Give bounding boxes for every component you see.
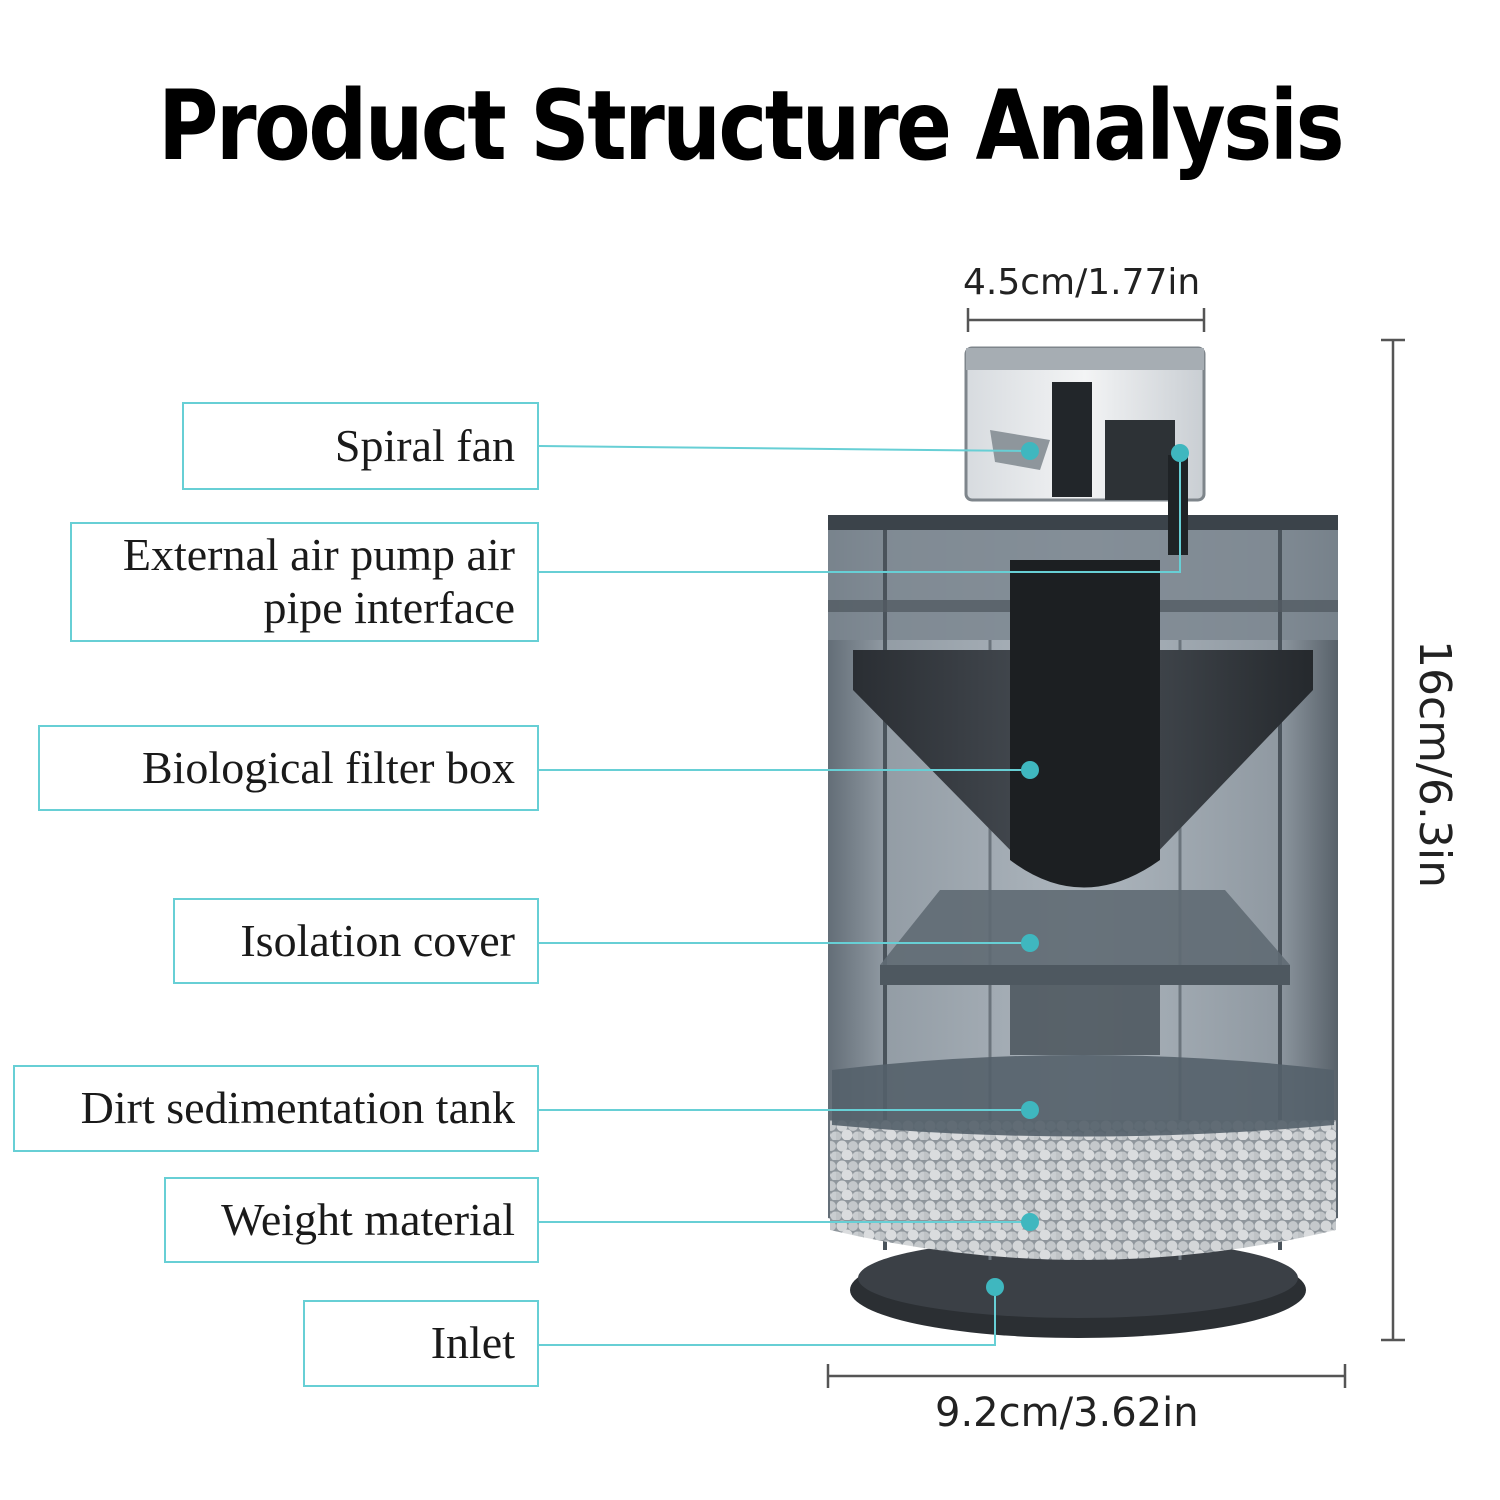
biological-cone — [853, 560, 1313, 888]
dimension-top-width: 4.5cm/1.77in — [963, 262, 1201, 303]
leader-spiral-fan — [538, 445, 1031, 452]
leader-inlet — [539, 1287, 996, 1346]
dot-air-pipe — [1171, 444, 1189, 462]
dimension-lines — [826, 308, 1405, 1388]
isolation-cover — [880, 890, 1290, 1055]
label-weight-material: Weight material — [164, 1177, 539, 1263]
top-cap — [964, 346, 1206, 555]
dot-biological-filter — [1021, 761, 1039, 779]
label-spiral-fan: Spiral fan — [182, 402, 539, 490]
weight-pebbles — [830, 1120, 1336, 1260]
label-biological-filter-box-text: Biological filter box — [141, 741, 515, 793]
dot-weight-material — [1021, 1213, 1039, 1231]
label-isolation-cover: Isolation cover — [173, 898, 539, 984]
dot-dirt-tank — [1021, 1101, 1039, 1119]
marker-dots — [986, 442, 1189, 1296]
dot-isolation-cover — [1021, 934, 1039, 952]
base-ring — [850, 1238, 1306, 1338]
dimension-bottom-width: 9.2cm/3.62in — [935, 1390, 1199, 1436]
label-inlet-text: Inlet — [430, 1317, 515, 1369]
label-spiral-fan-text: Spiral fan — [334, 419, 515, 471]
sediment-tray — [832, 1055, 1334, 1137]
label-air-pipe-interface: External air pump air pipe interface — [70, 522, 539, 642]
leader-lines — [538, 445, 1181, 1346]
label-isolation-cover-text: Isolation cover — [240, 914, 515, 966]
label-dirt-sedimentation-tank: Dirt sedimentation tank — [13, 1065, 539, 1152]
dot-spiral-fan — [1021, 442, 1039, 460]
label-weight-material-text: Weight material — [221, 1193, 515, 1245]
label-air-pipe-interface-text: External air pump air pipe interface — [122, 529, 515, 633]
page-title: Product Structure Analysis — [157, 70, 1345, 182]
label-inlet: Inlet — [303, 1300, 539, 1387]
label-biological-filter-box: Biological filter box — [38, 725, 539, 811]
label-dirt-sedimentation-tank-text: Dirt sedimentation tank — [80, 1082, 515, 1134]
dot-inlet — [986, 1278, 1004, 1296]
leader-air-pipe — [539, 453, 1181, 573]
dimension-height: 16cm/6.3in — [1409, 640, 1460, 888]
